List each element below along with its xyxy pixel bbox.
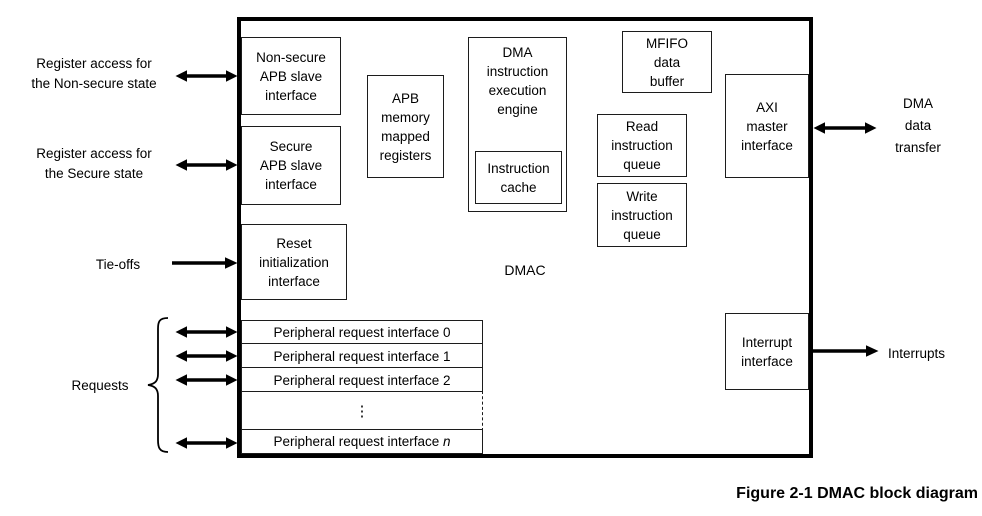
row-peripheral-request-interface-2: Peripheral request interface 2 [241,367,483,393]
block-axi-master-interface: AXI master interface [725,74,809,178]
row-peripheral-request-interface-0: Peripheral request interface 0 [241,320,483,345]
block-mfifo-data-buffer: MFIFO data buffer [622,31,712,93]
vertical-ellipsis-icon: ⋮ [354,403,370,420]
row-peripheral-ellipsis: ⋮ [241,391,483,431]
row-n-label: Peripheral request interface [273,434,440,449]
block-write-instruction-queue: Write instruction queue [597,183,687,247]
label-register-access-secure: Register access for the Secure state [36,146,152,181]
block-apb-memory-mapped-registers: APB memory mapped registers [367,75,444,178]
figure-caption: Figure 2-1 DMAC block diagram [736,485,978,502]
row-n-variable: n [443,434,451,449]
bidirectional-arrow-icon-request-0 [175,326,238,338]
bidirectional-arrow-icon-request-2 [175,374,238,386]
bidirectional-arrow-icon-request-n [175,437,238,449]
label-register-access-non-secure: Register access for the Non-secure state [31,56,157,91]
label-requests: Requests [71,378,129,393]
block-non-secure-apb-slave-interface: Non-secure APB slave interface [241,37,341,115]
right-arrow-icon-interrupts [813,345,879,357]
block-instruction-cache: Instruction cache [475,151,562,204]
block-interrupt-interface: Interrupt interface [725,313,809,390]
label-interrupts: Interrupts [888,346,946,361]
bidirectional-arrow-icon-dma-data-transfer [813,122,877,134]
row-peripheral-request-interface-1: Peripheral request interface 1 [241,343,483,369]
row-peripheral-request-interface-n: Peripheral request interface n [241,429,483,454]
bidirectional-arrow-icon-request-1 [175,350,238,362]
label-dma-data-transfer: DMA data transfer [895,96,941,155]
left-curly-brace-icon [147,317,169,453]
right-arrow-icon-tie-offs [172,257,238,269]
block-reset-initialization-interface: Reset initialization interface [241,224,347,300]
bidirectional-arrow-icon-register-secure [175,159,238,171]
block-read-instruction-queue: Read instruction queue [597,114,687,177]
block-secure-apb-slave-interface: Secure APB slave interface [241,126,341,205]
bidirectional-arrow-icon-register-non-secure [175,70,238,82]
label-tie-offs: Tie-offs [95,257,141,272]
chip-label-dmac: DMAC [504,262,546,278]
